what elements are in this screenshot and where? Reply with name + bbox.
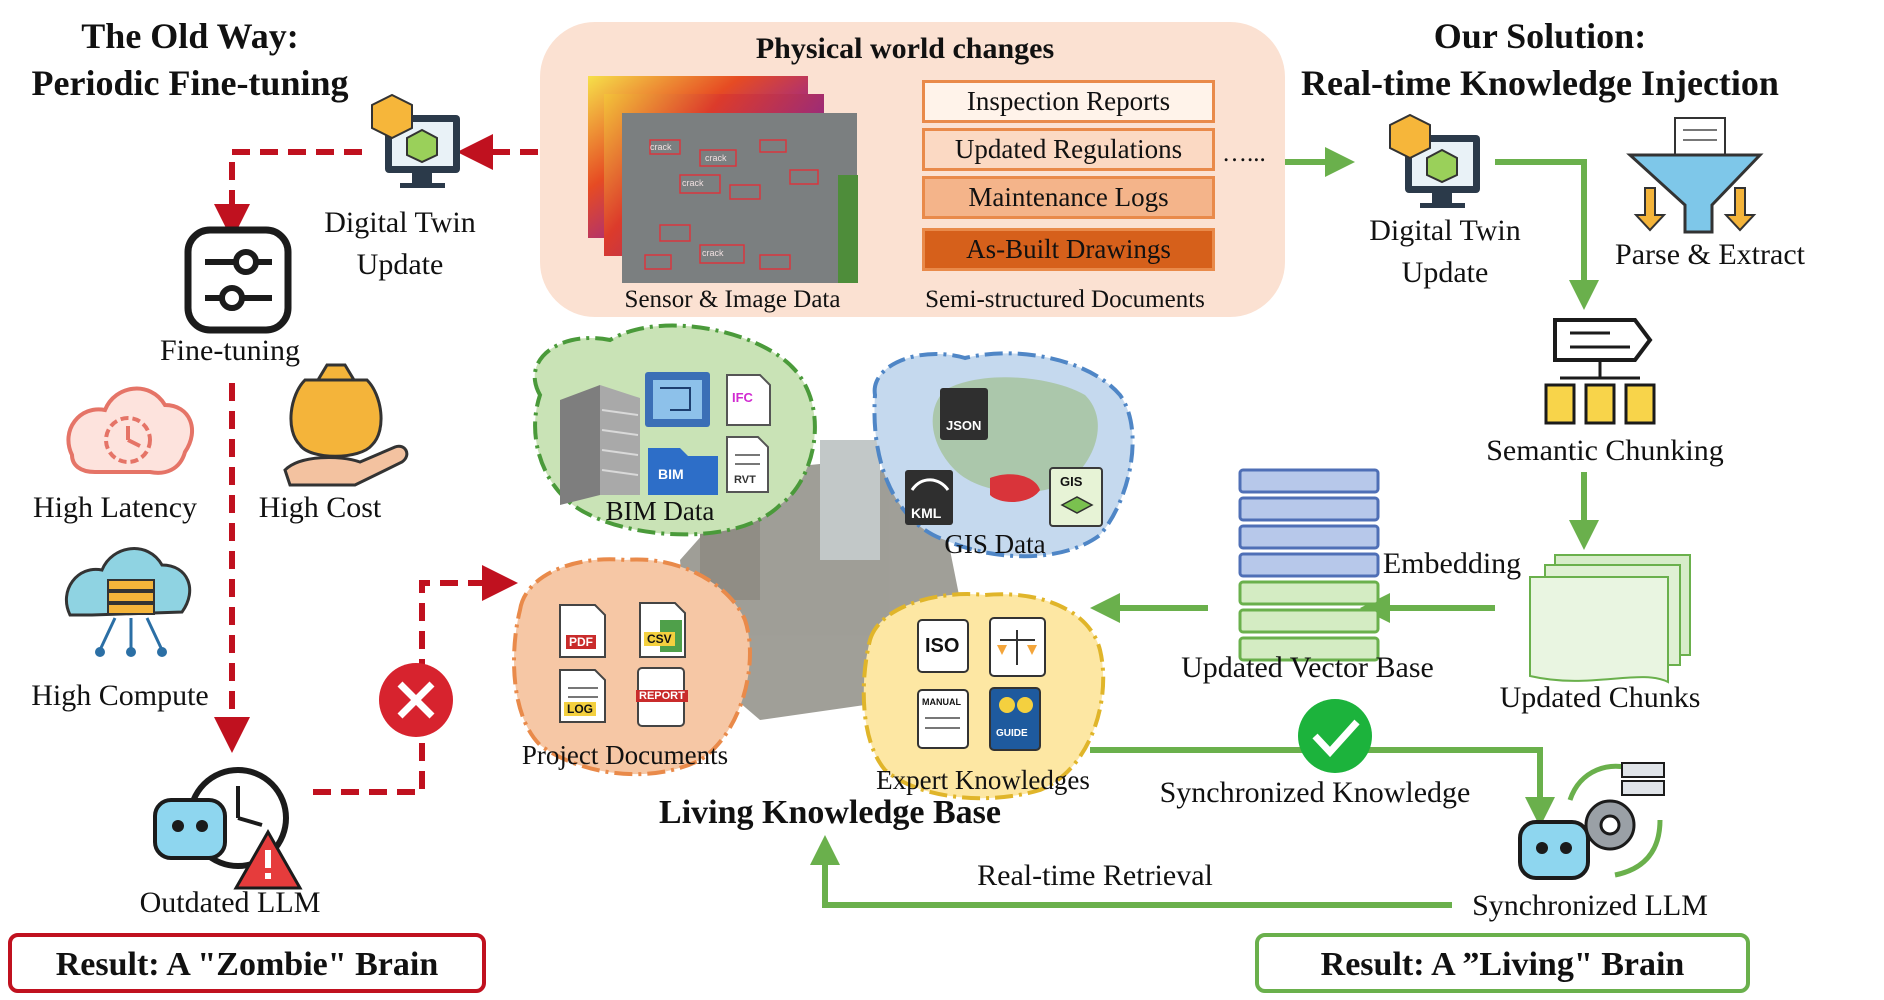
- compute-cloud-icon: [64, 547, 192, 657]
- sensor-image-stack: [588, 76, 858, 283]
- ifc-file-icon: [726, 374, 771, 426]
- fine-tuning-icon: [184, 226, 292, 334]
- synchronized-llm-icon: [1518, 762, 1665, 880]
- crack-tag: crack: [682, 178, 704, 188]
- csv-file-icon: [639, 602, 686, 658]
- fine-tuning-label: Fine-tuning: [160, 334, 300, 367]
- old-way-title-line1: The Old Way:: [81, 16, 299, 56]
- synchronized-llm-label: Synchronized LLM: [1472, 889, 1708, 922]
- manual-tag: MANUAL: [922, 697, 961, 707]
- rvt-file-icon: [726, 436, 769, 493]
- manual-book-icon: [917, 689, 969, 749]
- chunks-stack-icon: [1529, 554, 1691, 684]
- kml-tag: KML: [911, 505, 942, 521]
- iso-certificate-icon: [917, 619, 969, 673]
- blueprint-icon: [645, 372, 710, 427]
- solution-title-line1: Our Solution:: [1433, 16, 1647, 56]
- updated-chunks-label: Updated Chunks: [1499, 681, 1701, 714]
- updated-vector-base-label: Updated Vector Base: [1181, 651, 1434, 684]
- semantic-chunking-label: Semantic Chunking: [1486, 434, 1724, 467]
- new-twin-update-line2: Update: [1401, 256, 1489, 289]
- high-latency-label: High Latency: [32, 491, 198, 524]
- new-twin-update-line1: Digital Twin: [1369, 214, 1521, 247]
- synchronized-knowledge-label: Synchronized Knowledge: [1159, 776, 1471, 809]
- physical-world-title: Physical world changes: [755, 32, 1055, 65]
- new-digital-twin-icon: [1389, 113, 1480, 208]
- scales-document-icon: [989, 617, 1046, 677]
- rvt-tag: RVT: [734, 474, 756, 486]
- crack-tag: crack: [702, 248, 724, 258]
- doc-item-inspection-reports: Inspection Reports: [922, 80, 1215, 123]
- expert-knowledges-label: Expert Knowledges: [876, 765, 1090, 795]
- old-twin-update-line2: Update: [356, 248, 444, 281]
- money-bag-icon: [283, 363, 409, 487]
- parse-extract-label: Parse & Extract: [1615, 238, 1805, 271]
- crack-tag: crack: [650, 142, 672, 152]
- documents-label: Semi-structured Documents: [925, 286, 1205, 313]
- gis-data-label: GIS Data: [944, 529, 1046, 559]
- csv-tag: CSV: [644, 632, 675, 646]
- doc-item-maintenance-logs: Maintenance Logs: [922, 176, 1215, 219]
- guide-book-icon: [989, 687, 1041, 751]
- old-digital-twin-icon: [371, 93, 460, 188]
- real-time-retrieval-label: Real-time Retrieval: [977, 859, 1213, 892]
- sensor-data-label: Sensor & Image Data: [624, 286, 841, 313]
- living-brain-result: Result: A ”Living" Brain: [1255, 933, 1750, 993]
- documents-ellipsis: …...: [1222, 140, 1266, 167]
- bim-data-label: BIM Data: [605, 496, 715, 526]
- living-knowledge-base-title: Living Knowledge Base: [659, 794, 1001, 831]
- solution-flow: [810, 147, 1599, 908]
- x-mark-icon: [379, 663, 453, 737]
- solution-title-line2: Real-time Knowledge Injection: [1301, 63, 1779, 103]
- bim-tag: BIM: [658, 466, 684, 482]
- high-compute-label: High Compute: [31, 679, 209, 712]
- ifc-tag: IFC: [732, 390, 753, 405]
- old-way-title-line2: Periodic Fine-tuning: [31, 63, 349, 103]
- iso-tag: ISO: [925, 635, 960, 657]
- high-cost-label: High Cost: [258, 491, 382, 524]
- doc-item-updated-regulations: Updated Regulations: [922, 128, 1215, 171]
- latency-cloud-icon: [66, 386, 195, 475]
- chunking-icon: [1544, 318, 1656, 425]
- outdated-llm-icon: [153, 767, 303, 890]
- json-tag: JSON: [946, 418, 982, 433]
- log-tag: LOG: [564, 702, 596, 716]
- gis-layers-icon: [1049, 467, 1103, 527]
- funnel-icon: [1626, 117, 1764, 234]
- check-mark-icon: [1298, 699, 1372, 773]
- bim-folder-icon: [648, 448, 718, 495]
- pdf-tag: PDF: [566, 635, 596, 649]
- guide-tag: GUIDE: [996, 728, 1028, 739]
- building-icon: [560, 385, 640, 505]
- embedding-label: Embedding: [1382, 547, 1522, 580]
- pdf-file-icon: [559, 604, 606, 658]
- doc-item-as-built-drawings: As-Built Drawings: [922, 228, 1215, 271]
- gis-tag: GIS: [1060, 474, 1083, 489]
- kml-file-icon: [905, 470, 953, 525]
- json-file-icon: [940, 388, 988, 440]
- vector-base-icon: [1238, 468, 1380, 662]
- project-documents-label: Project Documents: [521, 740, 729, 770]
- old-twin-update-line1: Digital Twin: [324, 206, 476, 239]
- zombie-brain-result: Result: A "Zombie" Brain: [8, 933, 486, 993]
- outdated-llm-label: Outdated LLM: [139, 886, 321, 919]
- report-tag: REPORT: [636, 690, 688, 702]
- crack-tag: crack: [705, 153, 727, 163]
